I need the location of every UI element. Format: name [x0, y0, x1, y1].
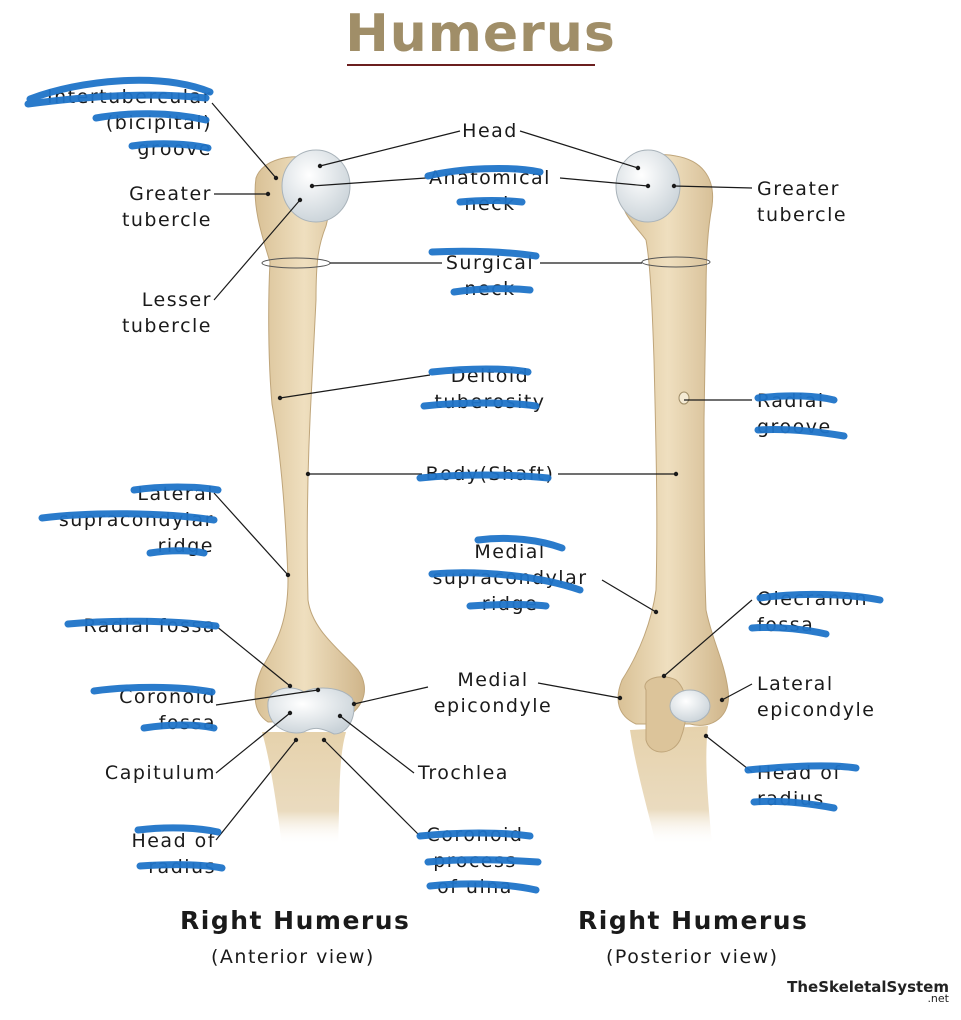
brand-logo: TheSkeletalSystem .net — [787, 978, 949, 1005]
anterior-trochlea-capitulum — [267, 687, 355, 735]
posterior-view-title: Right Humerus — [578, 906, 809, 935]
anterior-humerus-bone — [254, 156, 365, 723]
label-radial-fossa: Radial fossa — [83, 615, 216, 637]
label-trochlea: Trochlea — [418, 762, 509, 784]
leader-lines — [211, 102, 753, 841]
label-body-shaft: Body(Shaft) — [425, 463, 555, 485]
posterior-forearm — [630, 726, 712, 845]
posterior-humerus-bone — [617, 154, 729, 726]
label-intertubercular-groove: Intertubercular(bicipital)groove — [47, 86, 212, 160]
anterior-view-subtitle: (Anterior view) — [211, 946, 375, 968]
posterior-humerus — [615, 149, 729, 845]
label-head: Head — [462, 120, 518, 142]
title-underline — [347, 64, 595, 66]
anterior-forearm — [262, 732, 346, 845]
anterior-humerus — [254, 149, 365, 845]
page-title: Humerus — [345, 4, 616, 64]
label-capitulum: Capitulum — [104, 762, 216, 784]
anterior-view-title: Right Humerus — [180, 906, 411, 935]
posterior-view-subtitle: (Posterior view) — [606, 946, 779, 968]
leader-dots — [265, 163, 725, 743]
